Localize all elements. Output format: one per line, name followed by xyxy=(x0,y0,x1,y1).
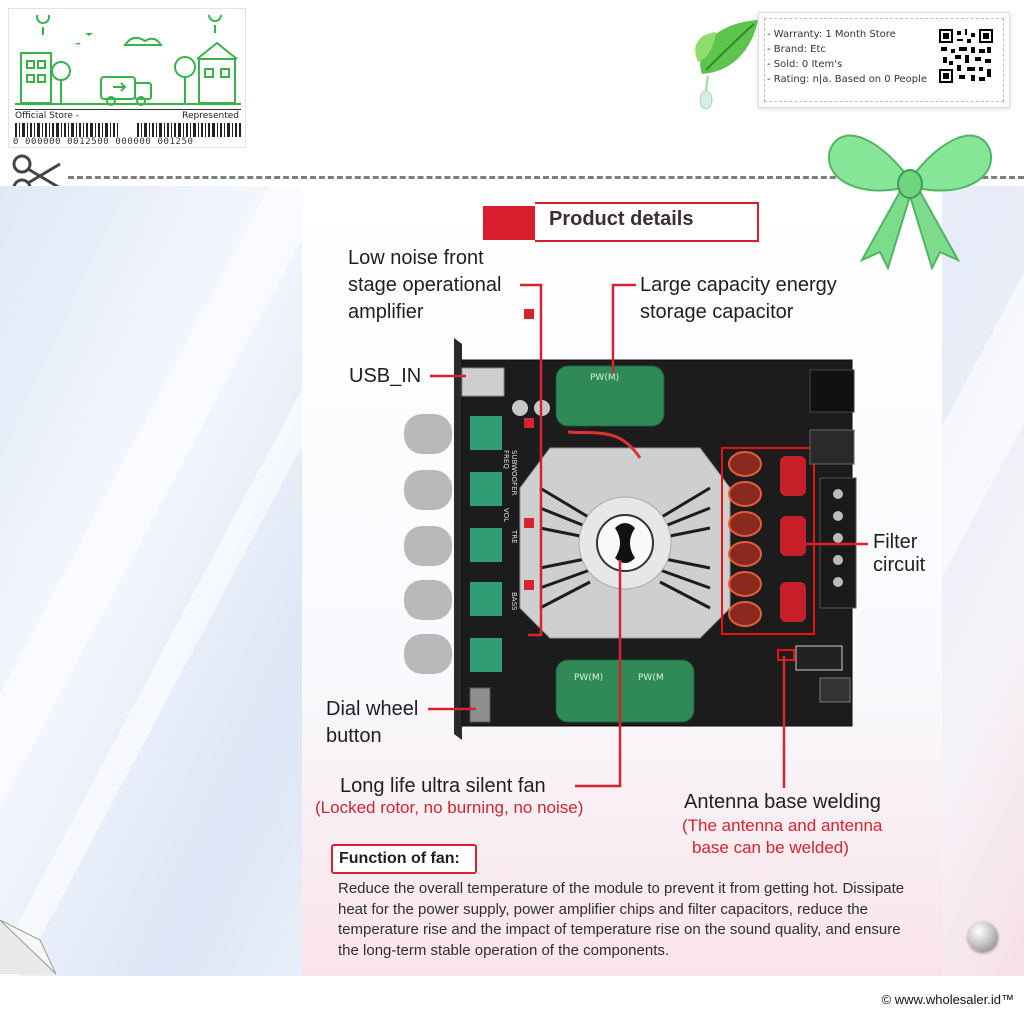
label-low-noise: Low noise front stage operational amplif… xyxy=(348,245,501,326)
side-plate xyxy=(454,338,462,740)
section-title: Product details xyxy=(483,200,761,246)
label-filter-line2: circuit xyxy=(873,554,926,576)
label-capacitor-line2: storage capacitor xyxy=(640,301,794,323)
label-low-noise-line2: stage operational xyxy=(348,274,502,296)
store-right-label: Represented xyxy=(182,111,239,121)
label-filter-line1: Filter xyxy=(873,531,918,553)
label-dial-line1: Dial wheel xyxy=(326,698,419,720)
store-illustration-icon xyxy=(15,15,241,106)
info-sold: - Sold: 0 Item's xyxy=(767,59,843,70)
copyright-footer: © www.wholesaler.id™ xyxy=(881,992,1014,1007)
fan-function-heading-box: Function of fan: xyxy=(331,844,477,874)
qr-code-icon[interactable] xyxy=(939,29,993,83)
svg-text:PW(M): PW(M) xyxy=(590,373,619,383)
store-badge: Official Store - Represented 0 000000 00… xyxy=(8,8,246,148)
filter-coils xyxy=(721,447,815,635)
label-fan-note: (Locked rotor, no burning, no noise) xyxy=(315,798,584,817)
label-filter-circuit: Filter circuit xyxy=(873,531,925,577)
capacitor-bottom xyxy=(555,659,695,723)
svg-text:PW(M): PW(M) xyxy=(574,673,603,683)
usb-port xyxy=(461,367,505,397)
label-fan: Long life ultra silent fan xyxy=(340,775,546,797)
title-frame xyxy=(535,202,759,242)
section-title-text: Product details xyxy=(549,208,694,230)
label-antenna-note: (The antenna and antenna base can be wel… xyxy=(682,815,882,859)
heatsink xyxy=(519,447,731,639)
dial-wheel xyxy=(469,687,491,723)
label-dial-wheel: Dial wheel button xyxy=(326,696,418,750)
leaf-icon xyxy=(695,20,758,110)
fan-function-text: Reduce the overall temperature of the mo… xyxy=(338,880,905,959)
fan-function-heading: Function of fan: xyxy=(339,850,460,867)
svg-text:BASS: BASS xyxy=(510,592,518,611)
label-low-noise-line1: Low noise front xyxy=(348,247,484,269)
info-card: - Warranty: 1 Month Store - Brand: Etc -… xyxy=(758,12,1010,108)
barcode-icon xyxy=(15,123,241,137)
svg-text:SUBWOOFER: SUBWOOFER xyxy=(510,450,518,496)
label-capacitor: Large capacity energy storage capacitor xyxy=(640,272,837,326)
title-red-block xyxy=(483,206,545,240)
page-curl-icon[interactable] xyxy=(0,920,56,974)
label-dial-line2: button xyxy=(326,725,382,747)
label-capacitor-line1: Large capacity energy xyxy=(640,274,837,296)
label-low-noise-line3: amplifier xyxy=(348,301,424,323)
svg-text:TRE: TRE xyxy=(510,529,518,544)
label-antenna-note-line2: base can be welded) xyxy=(692,838,849,857)
label-antenna: Antenna base welding xyxy=(684,791,881,813)
info-list: - Warranty: 1 Month Store - Brand: Etc -… xyxy=(767,27,927,87)
info-brand: - Brand: Etc xyxy=(767,44,826,55)
svg-text:FREQ: FREQ xyxy=(502,450,510,469)
barcode-number: 0 000000 0012500 000000 001250 xyxy=(13,137,194,147)
label-usb-in: USB_IN xyxy=(349,365,422,387)
store-divider xyxy=(15,109,241,110)
store-left-label: Official Store - xyxy=(15,111,80,121)
label-antenna-note-line1: (The antenna and antenna xyxy=(682,816,883,835)
background-stripe xyxy=(0,186,331,976)
info-card-border xyxy=(764,18,1004,102)
svg-text:PW(M: PW(M xyxy=(638,673,664,683)
bow-icon xyxy=(827,134,993,270)
info-rating: - Rating: n|a. Based on 0 People xyxy=(767,74,928,85)
sphere-icon[interactable] xyxy=(968,922,998,952)
cut-line xyxy=(68,176,1024,179)
amplifier-board: FREQ SUBWOOFER VOL TRE BASS PW(M) xyxy=(404,338,857,740)
knobs xyxy=(404,414,502,674)
info-warranty: - Warranty: 1 Month Store xyxy=(767,29,896,40)
svg-text:VOL: VOL xyxy=(502,508,510,522)
capacitor-top xyxy=(555,365,665,427)
